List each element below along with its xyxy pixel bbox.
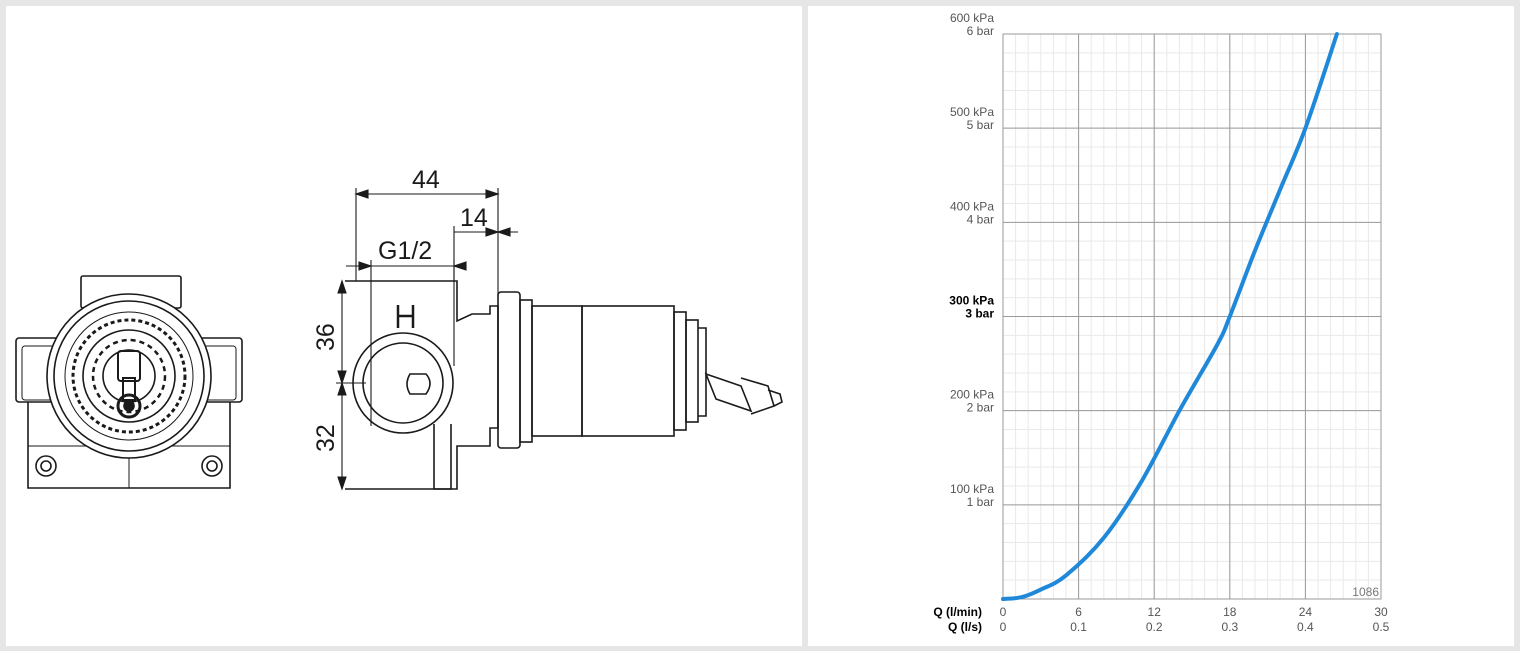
- x-axis-title-lmin: Q (l/min): [933, 605, 982, 619]
- x-tick-ls: 0.3: [1221, 620, 1238, 634]
- y-tick-kpa: 300 kPa: [949, 294, 994, 308]
- technical-drawing-panel: 44 14 G1/2 36 32: [6, 6, 802, 646]
- y-tick-bar: 5 bar: [967, 118, 994, 132]
- dimension-lines: [336, 188, 518, 491]
- y-tick-bar: 1 bar: [967, 495, 994, 509]
- y-tick-kpa: 500 kPa: [950, 105, 994, 119]
- y-tick-bar: 2 bar: [967, 401, 994, 415]
- x-tick-lmin: 18: [1223, 605, 1237, 619]
- major-grid: [1002, 33, 1382, 600]
- dimension-36: 36: [312, 323, 340, 351]
- dimension-thread: G1/2: [378, 237, 432, 265]
- x-tick-lmin: 6: [1075, 605, 1082, 619]
- dimension-14: 14: [460, 204, 488, 232]
- x-tick-ls: 0.5: [1373, 620, 1390, 634]
- x-tick-lmin: 0: [1000, 605, 1007, 619]
- x-tick-lmin: 24: [1299, 605, 1313, 619]
- chart-code: 1086: [1352, 585, 1379, 599]
- plot-frame: [1002, 33, 1382, 600]
- x-tick-ls: 0.1: [1070, 620, 1087, 634]
- dimension-32: 32: [312, 424, 340, 452]
- x-tick-ls: 0: [1000, 620, 1007, 634]
- pressure-loss-curve: [1001, 32, 1339, 601]
- y-tick-kpa: 600 kPa: [950, 11, 994, 25]
- x-tick-ls: 0.2: [1146, 620, 1163, 634]
- x-tick-lmin: 12: [1148, 605, 1162, 619]
- y-tick-kpa: 100 kPa: [950, 482, 994, 496]
- y-tick-bar: 4 bar: [967, 212, 994, 226]
- front-view: [15, 275, 243, 489]
- dimension-44: 44: [412, 166, 440, 194]
- y-tick-bar: 3 bar: [965, 307, 994, 321]
- y-tick-kpa: 400 kPa: [950, 199, 994, 213]
- x-axis-labels: 0 6 12 18 24 30 0 0.1 0.2 0.3 0.4 0.5: [1000, 605, 1390, 634]
- y-tick-kpa: 200 kPa: [950, 388, 994, 402]
- x-tick-lmin: 30: [1374, 605, 1388, 619]
- y-tick-bar: 6 bar: [967, 24, 994, 38]
- x-axis-title-ls: Q (l/s): [948, 620, 982, 634]
- technical-drawing: 44 14 G1/2 36 32: [15, 166, 783, 491]
- x-tick-ls: 0.4: [1297, 620, 1314, 634]
- side-view: [345, 280, 783, 490]
